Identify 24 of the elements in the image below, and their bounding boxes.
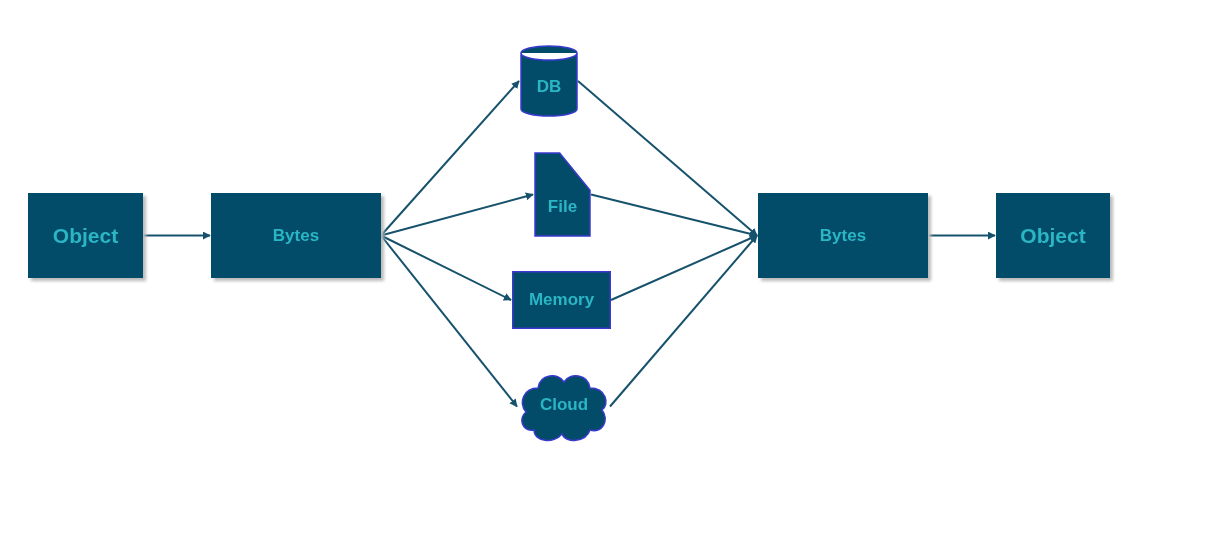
node-label: DB: [536, 77, 562, 97]
memory-box: [512, 271, 611, 329]
node-label: Cloud: [539, 394, 589, 415]
node-label: Object: [52, 223, 119, 248]
database-cylinder: [520, 45, 578, 117]
arrow: [380, 234, 518, 408]
process-box: [211, 193, 381, 278]
arrow: [577, 80, 758, 237]
process-box: [758, 193, 928, 278]
node-label: Bytes: [819, 225, 867, 246]
arrow: [610, 234, 758, 301]
file-shape: [534, 152, 591, 237]
node-label: Memory: [528, 290, 595, 310]
arrow: [380, 192, 534, 237]
arrow: [380, 234, 512, 301]
arrow: [142, 231, 211, 240]
node-label: Object: [1020, 223, 1086, 248]
process-box: [996, 193, 1110, 278]
arrow: [380, 80, 520, 237]
node-label: File: [547, 196, 578, 217]
arrow: [927, 231, 996, 240]
node-label: Bytes: [272, 225, 320, 246]
process-box: [28, 193, 143, 278]
arrow: [609, 234, 758, 408]
